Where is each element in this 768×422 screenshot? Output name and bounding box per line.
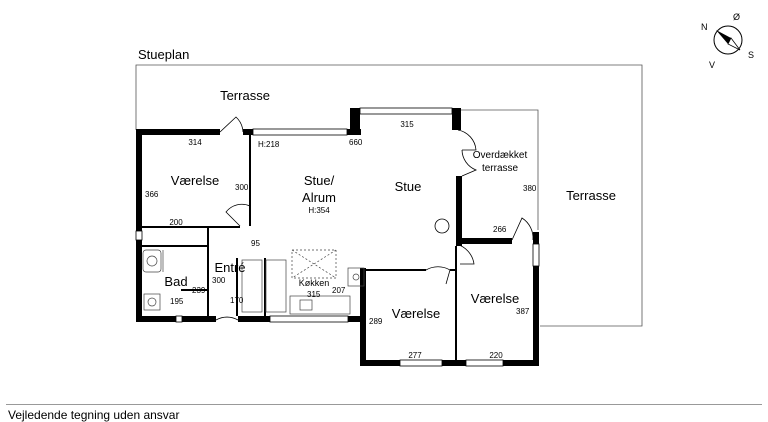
compass-south-label: S — [748, 50, 755, 60]
dimension-label: 366 — [145, 190, 159, 199]
compass-east-label: Ø — [733, 12, 741, 22]
doors — [215, 116, 534, 321]
room-label-stue-alrum-line2: Alrum — [302, 190, 336, 205]
room-label-stue: Stue — [394, 179, 422, 194]
room-label-terrasse-right: Terrasse — [566, 188, 616, 203]
dimension-label: 660 — [349, 138, 363, 147]
bathroom-fixtures — [142, 249, 164, 311]
compass-west-label: V — [709, 60, 716, 70]
windows — [135, 107, 540, 367]
room-label-overdaekket-line1: Overdækket — [472, 150, 528, 161]
room-height-stue-alrum: H:354 — [308, 206, 330, 215]
dimension-label: 207 — [332, 286, 346, 295]
dimension-label: 315 — [400, 120, 414, 129]
room-label-koekken: Køkken — [298, 278, 330, 288]
dimension-label: 239 — [192, 286, 206, 295]
dimension-label: 277 — [408, 351, 422, 360]
dimension-label: H:218 — [258, 140, 280, 149]
compass-rose — [713, 25, 743, 55]
kitchen-fixtures — [241, 249, 365, 315]
room-label-vaerelse-right: Værelse — [470, 291, 520, 306]
dimension-label: 220 — [489, 351, 503, 360]
dimension-label: 300 — [235, 183, 249, 192]
room-label-vaerelse-left: Værelse — [170, 173, 220, 188]
footer-divider — [6, 404, 762, 405]
room-label-stue-alrum-line1: Stue/ — [303, 173, 335, 188]
exterior-walls — [136, 108, 539, 366]
disclaimer-text: Vejledende tegning uden ansvar — [8, 408, 180, 422]
interior-walls — [142, 135, 457, 362]
dimension-label: 289 — [369, 317, 383, 326]
dimension-label: 387 — [516, 307, 530, 316]
room-label-vaerelse-mid: Værelse — [391, 306, 441, 321]
dimension-label: 195 — [170, 297, 184, 306]
covered-terrace-outline — [458, 109, 539, 230]
dimension-label: 95 — [251, 239, 260, 248]
room-label-terrasse-top: Terrasse — [220, 88, 270, 103]
room-label-bad: Bad — [164, 274, 188, 289]
dimension-label: 314 — [188, 138, 202, 147]
dimension-label: 315 — [307, 290, 321, 299]
dimension-label: 170 — [230, 296, 244, 305]
room-label-entre: Entré — [214, 260, 246, 275]
fireplace-symbol — [434, 218, 450, 234]
dimension-label: 266 — [493, 225, 507, 234]
dimension-label: 200 — [169, 218, 183, 227]
dimension-label: 300 — [212, 276, 226, 285]
room-label-overdaekket-line2: terrasse — [481, 163, 519, 174]
dimension-label: 380 — [523, 184, 537, 193]
plan-title: Stueplan — [138, 47, 190, 62]
compass-north-label: N — [701, 22, 708, 32]
terrace-outline — [135, 64, 643, 327]
